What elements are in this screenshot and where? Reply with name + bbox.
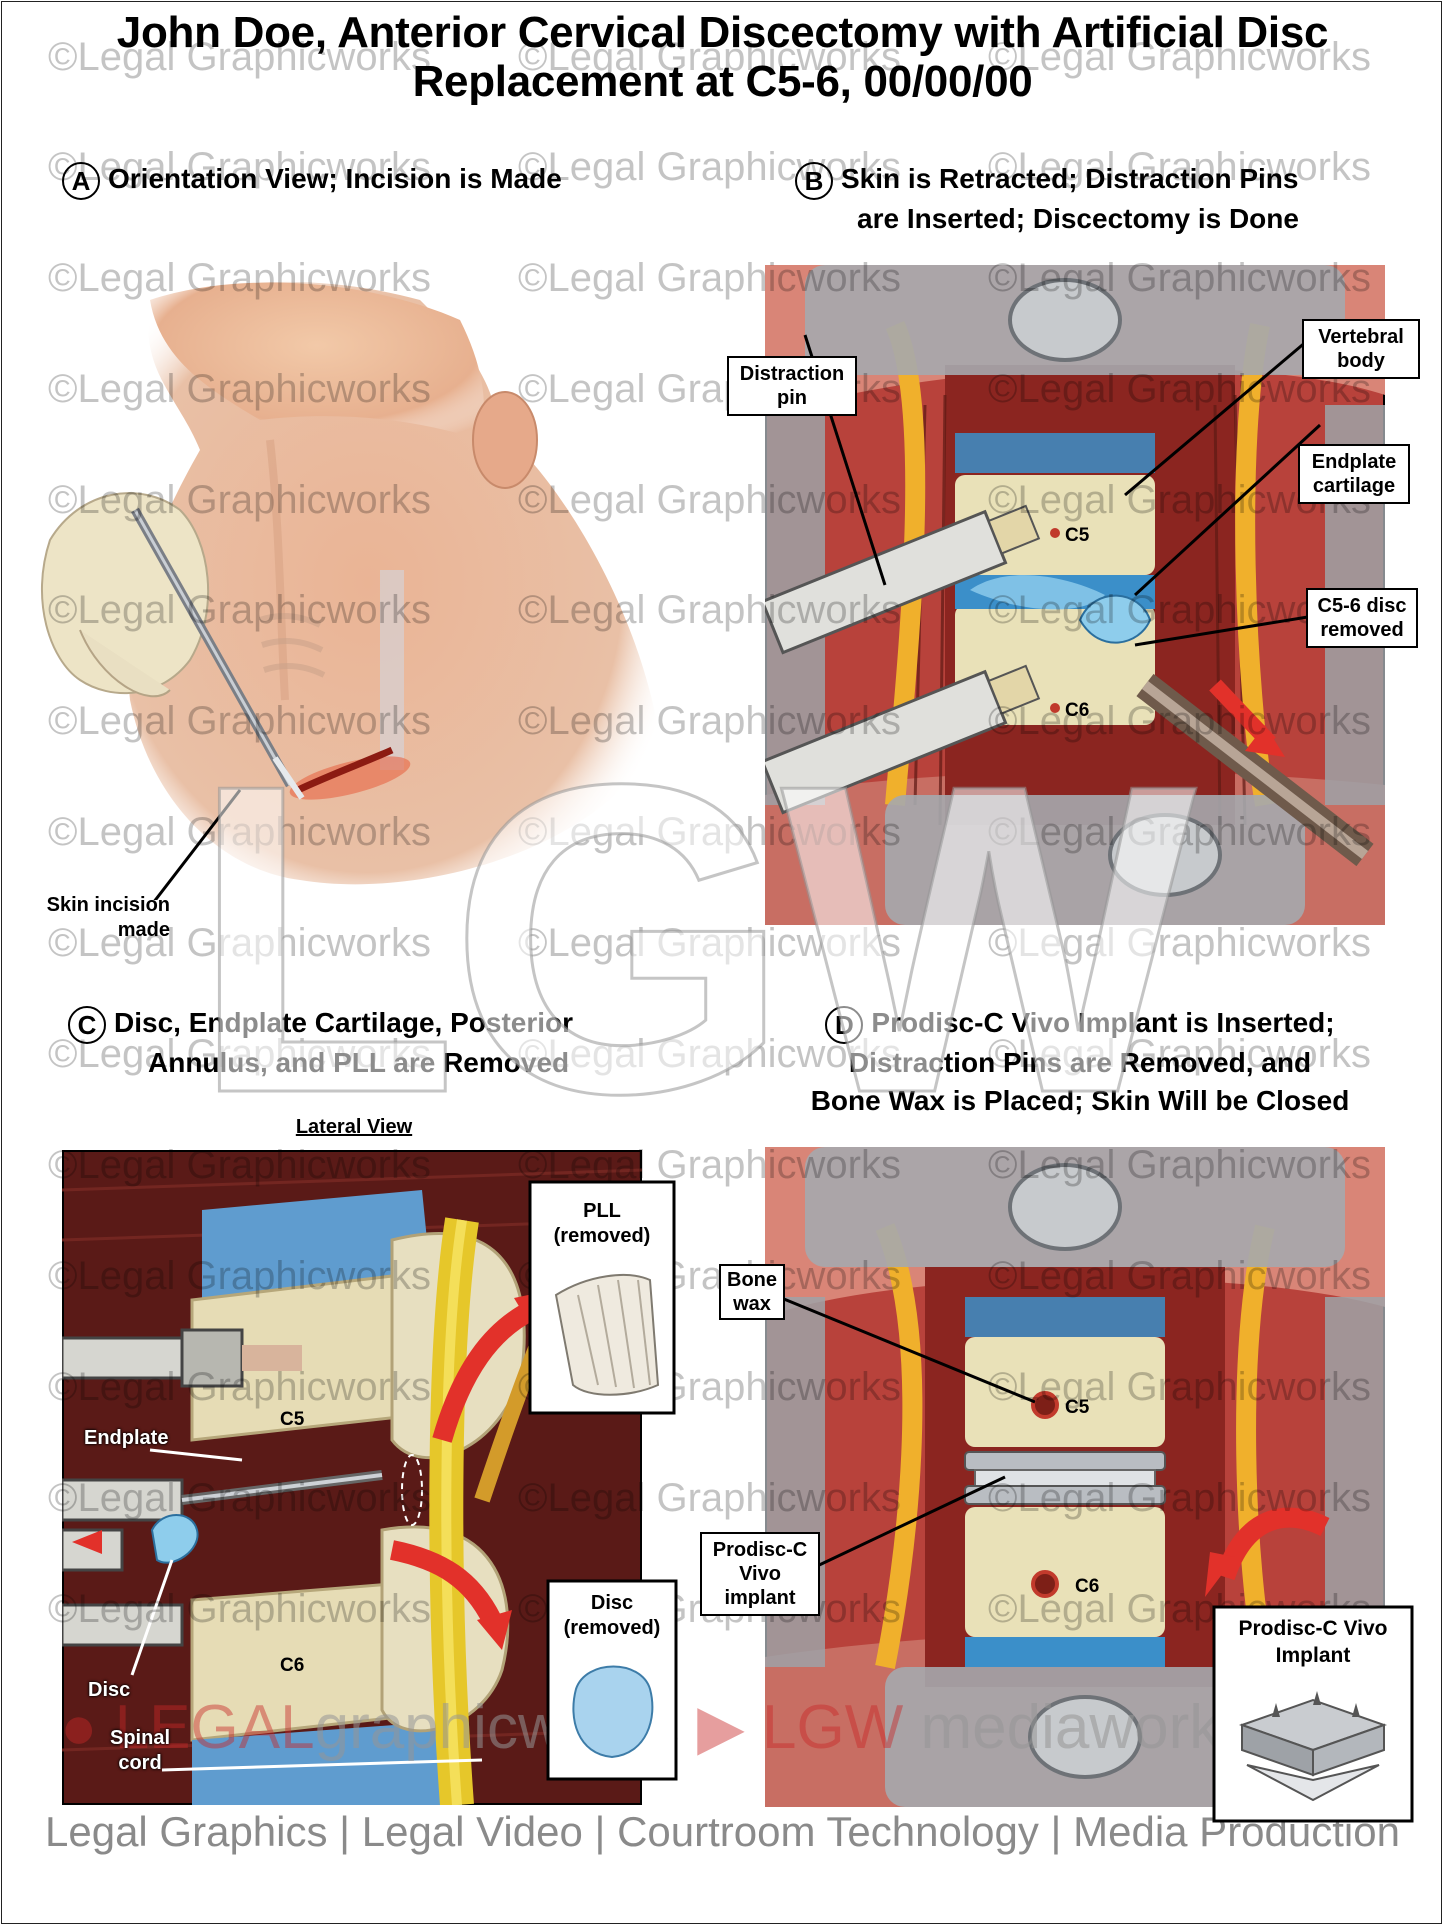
svg-text:Prodisc-C Vivo: Prodisc-C Vivo: [1239, 1617, 1388, 1640]
panel-a-illustration: [41, 281, 661, 900]
disc-removed-box: Disc (removed): [546, 1579, 678, 1781]
c-c5-label: C5: [280, 1409, 305, 1430]
panel-a-letter: A: [62, 161, 100, 200]
svg-text:(removed): (removed): [554, 1225, 651, 1247]
b-c6-label: C6: [1065, 700, 1089, 721]
c-c6-label: C6: [280, 1655, 304, 1676]
label-endplate: Endplate: [84, 1427, 169, 1449]
implant-detail-box: Prodisc-C Vivo Implant: [1212, 1605, 1414, 1823]
label-disc: Disc: [88, 1679, 131, 1701]
svg-text:Disc: Disc: [591, 1592, 633, 1614]
b-c5-label: C5: [1065, 525, 1090, 546]
svg-text:Implant: Implant: [1276, 1644, 1351, 1667]
page-title: John Doe, Anterior Cervical Discectomy w…: [116, 8, 1329, 106]
svg-text:(removed): (removed): [564, 1617, 661, 1639]
svg-text:PLL: PLL: [583, 1200, 621, 1222]
label-skin-incision: Skin incision made: [46, 894, 170, 941]
panel-c-subtitle: Lateral View: [295, 1116, 413, 1138]
pll-removed-box: PLL (removed): [528, 1180, 676, 1415]
d-c5-label: C5: [1065, 1397, 1090, 1418]
panel-d-letter: D: [825, 1005, 864, 1044]
d-c6-label: C6: [1075, 1576, 1099, 1597]
panel-b-letter: B: [795, 161, 833, 200]
footer-tagline: Legal Graphics | Legal Video | Courtroom…: [45, 1808, 1400, 1855]
lgw-logo-letters: LGW: [188, 694, 1197, 1185]
panel-c-illustration: C5 C6: [62, 1150, 642, 1805]
panel-c-letter: C: [68, 1005, 106, 1044]
